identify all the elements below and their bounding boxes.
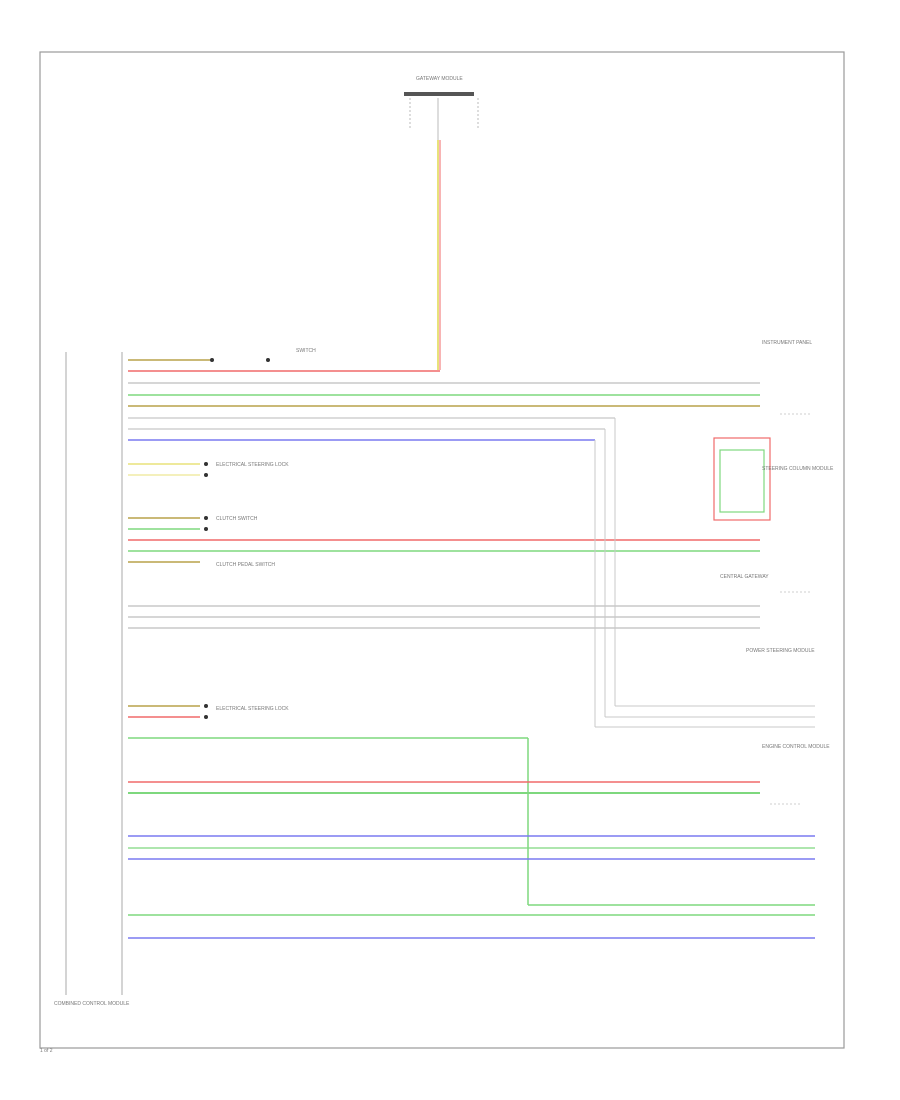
loop-red xyxy=(713,437,771,521)
right-label-1: INSTRUMENT PANEL xyxy=(762,340,812,346)
sensor-3-label: CLUTCH PEDAL SWITCH xyxy=(216,562,275,568)
control-module-label: COMBINED CONTROL MODULE xyxy=(54,1001,130,1007)
right-label-5: ENGINE CONTROL MODULE xyxy=(762,744,830,750)
switch-label: SWITCH xyxy=(296,348,316,354)
right-label-2: STEERING COLUMN MODULE xyxy=(762,466,834,472)
wire-group xyxy=(128,359,815,939)
top-component: GATEWAY MODULE xyxy=(404,76,479,140)
splice-dots xyxy=(204,358,270,719)
loop-green xyxy=(719,449,765,513)
sensor-2-label: CLUTCH SWITCH xyxy=(216,516,258,522)
top-component-bar xyxy=(404,92,474,96)
top-component-label: GATEWAY MODULE xyxy=(416,76,463,82)
sensor-1-label: ELECTRICAL STEERING LOCK xyxy=(216,462,289,468)
right-stubs xyxy=(770,413,812,805)
page-footer: 1 of 2 xyxy=(40,1048,53,1054)
diagram-frame xyxy=(39,51,845,1049)
right-label-4: POWER STEERING MODULE xyxy=(746,648,815,654)
sensor-4-label: ELECTRICAL STEERING LOCK xyxy=(216,706,289,712)
right-label-3: CENTRAL GATEWAY xyxy=(720,574,769,580)
